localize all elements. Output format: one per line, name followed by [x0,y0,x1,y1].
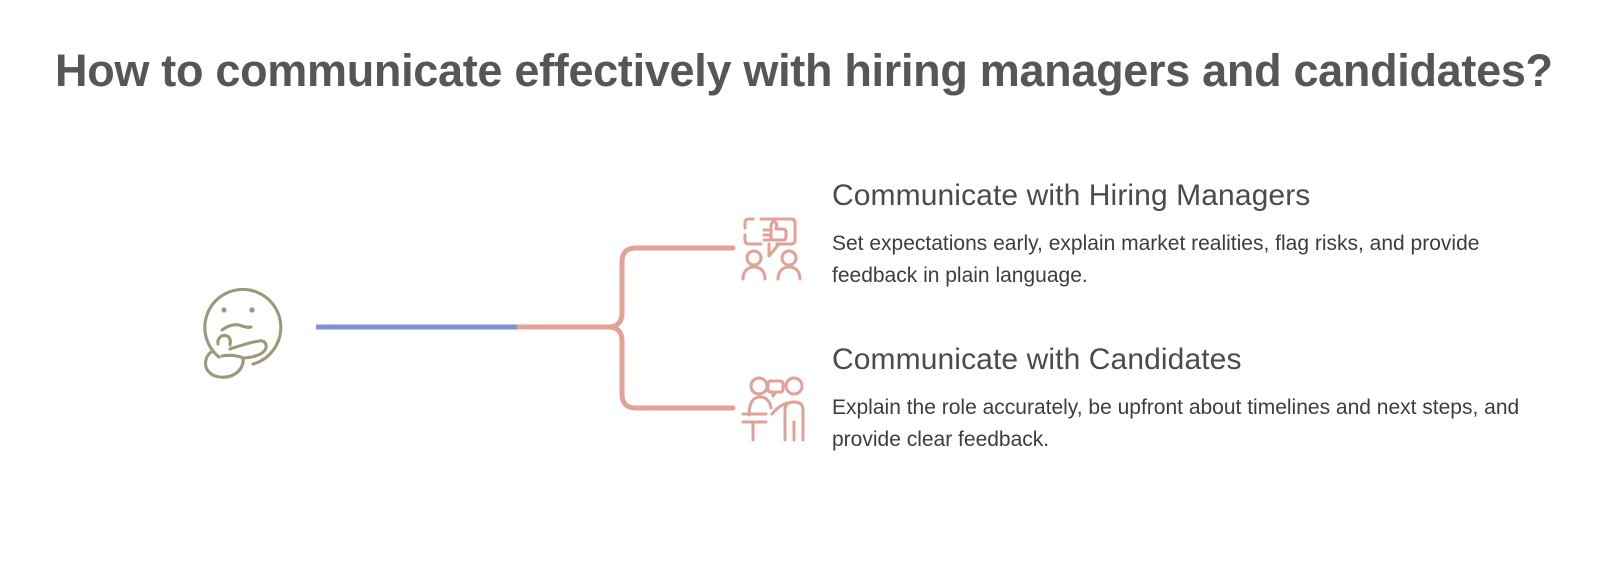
branch-item-candidates: Communicate with Candidates Explain the … [735,342,1545,455]
branch-text-block: Communicate with Hiring Managers Set exp… [832,178,1545,291]
page-title: How to communicate effectively with hiri… [55,45,1553,96]
branch-line-bottom [605,324,736,411]
branch-heading: Communicate with Candidates [832,343,1242,376]
branch-item-hiring-managers: Communicate with Hiring Managers Set exp… [735,178,1545,291]
branch-line-top [605,245,736,330]
branch-body: Set expectations early, explain market r… [832,231,1480,287]
speech-bubble-thumbs-up-two-people-icon [741,217,802,281]
branch-text-block: Communicate with Candidates Explain the … [832,342,1545,455]
interview-desk-two-people-icon [741,376,805,442]
branch-body: Explain the role accurately, be upfront … [832,395,1520,451]
branch-heading: Communicate with Hiring Managers [832,179,1311,212]
thinking-face-icon [203,287,283,379]
